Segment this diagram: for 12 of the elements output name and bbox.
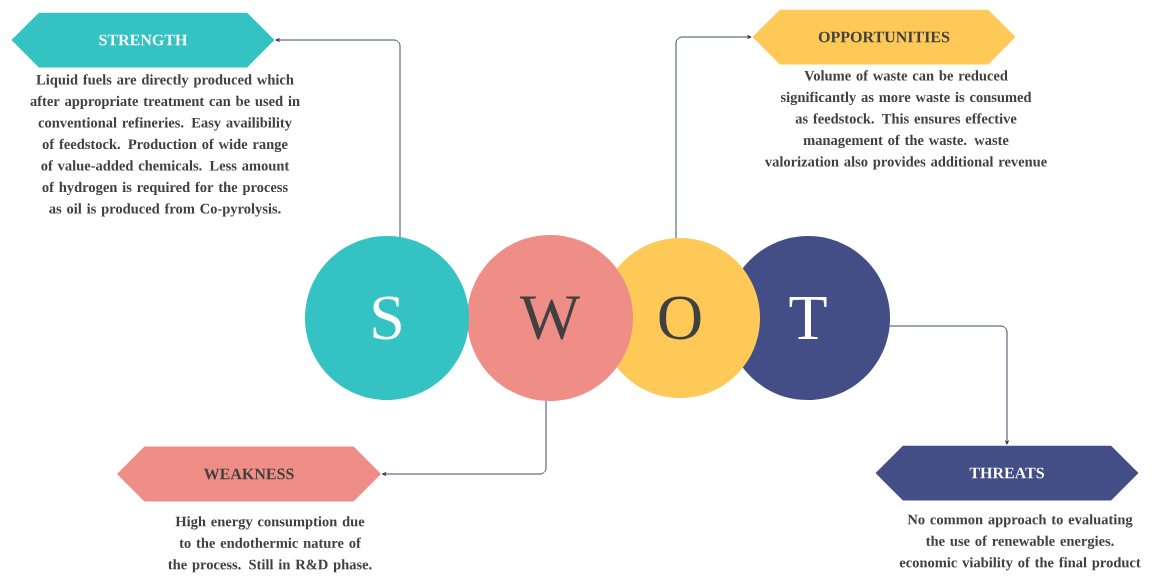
heading-banner: THREATS (875, 445, 1139, 501)
arrow (381, 400, 547, 476)
arrow (889, 325, 1009, 445)
description-text: No common approach to evaluating the use of renewable energies. economic viability of the final product (899, 514, 1141, 571)
heading-banner: WEAKNESS (117, 446, 381, 502)
description-text: Liquid fuels are directly produced which after appropriate treatment can be used in conventional refineries. Easy availibility of feedstock. Production of wide range of value-added chemicals. Less amount of hydrogen is required for the process as oil is produced from Co-pyrolysis. (30, 74, 300, 217)
arrow (275, 38, 401, 238)
description-text: High energy consumption due to the endothermic nature of the process. Still in R&D phase. (168, 516, 372, 573)
heading-banner: OPPORTUNITIES (752, 9, 1016, 65)
arrow (675, 35, 752, 239)
description-text: Volume of waste can be reduced significantly as more waste is consumed as feedstock. This ensures effective management of the waste. waste valorization also provides additional revenue (764, 70, 1047, 170)
heading-banner: STRENGTH (11, 12, 275, 68)
